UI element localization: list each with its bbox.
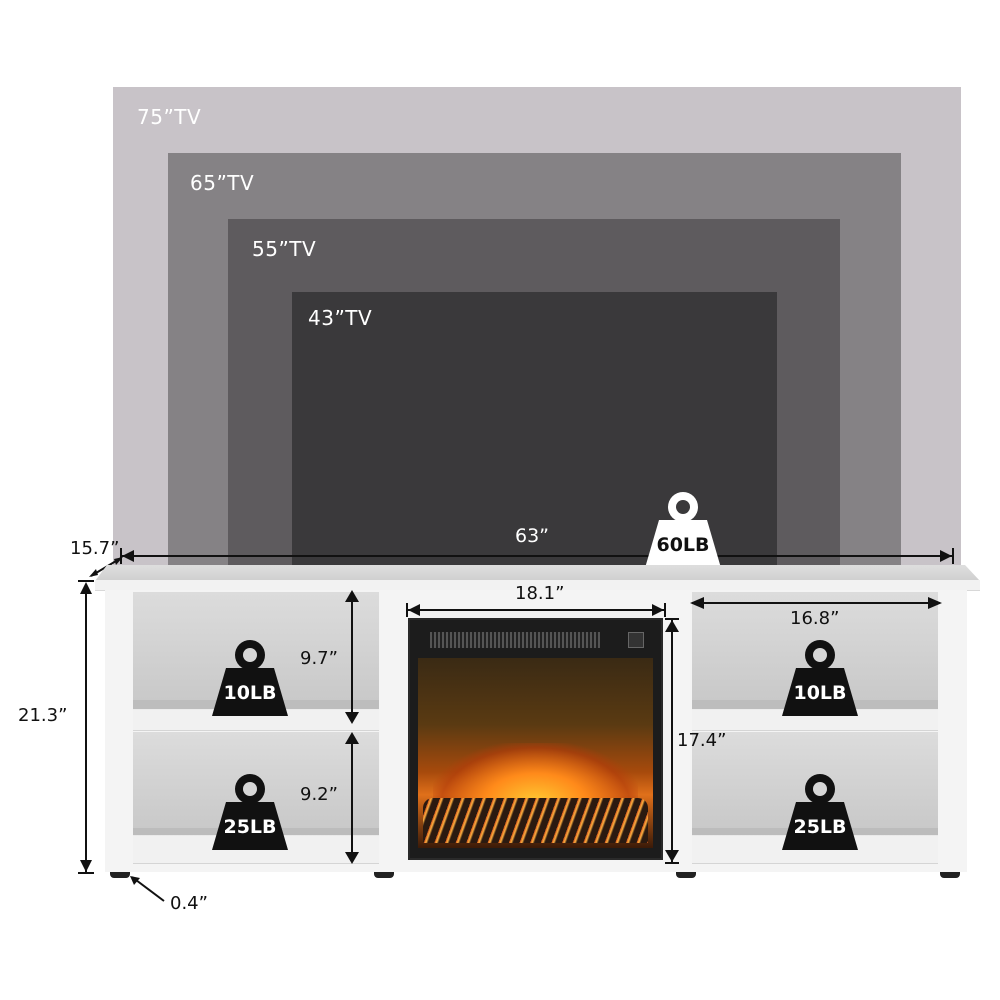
lower-shelf-arrow-top-icon bbox=[345, 732, 359, 744]
right-upper-weight: 10LB bbox=[780, 638, 860, 718]
left-upper-weight: 10LB bbox=[210, 638, 290, 718]
lower-shelf-arrow-bottom-icon bbox=[345, 852, 359, 864]
fireplace-height-line bbox=[671, 620, 673, 862]
lower-shelf-dimension-line bbox=[351, 734, 353, 862]
fireplace-heater-vent bbox=[430, 632, 600, 648]
tv-55-label: 55”TV bbox=[252, 237, 317, 261]
fireplace-insert bbox=[408, 618, 663, 860]
fireplace-width-line bbox=[408, 609, 664, 611]
foot-right bbox=[940, 872, 960, 878]
fireplace-logs bbox=[423, 798, 648, 843]
tv-75-label: 75”TV bbox=[137, 105, 202, 129]
lower-shelf-height-label: 9.2” bbox=[300, 784, 338, 805]
weight-icon bbox=[782, 640, 858, 716]
fireplace-height-arrow-bottom-icon bbox=[665, 850, 679, 864]
foot-center-right bbox=[676, 872, 696, 878]
fireplace-width-arrow-right-icon bbox=[652, 603, 666, 617]
fireplace-controls bbox=[628, 632, 644, 648]
shelf-width-arrow-right-icon bbox=[928, 597, 942, 609]
tv-43-label: 43”TV bbox=[308, 306, 373, 330]
upper-shelf-arrow-bottom-icon bbox=[345, 712, 359, 724]
height-arrow-top-icon bbox=[78, 580, 94, 594]
foot-center-left bbox=[374, 872, 394, 878]
top-weight-capacity: 60LB bbox=[643, 490, 723, 570]
right-lower-weight-label: 25LB bbox=[793, 816, 847, 838]
foot-arrow-icon bbox=[130, 876, 165, 902]
upper-shelf-arrow-top-icon bbox=[345, 590, 359, 602]
weight-icon bbox=[782, 774, 858, 850]
weight-icon bbox=[645, 492, 721, 568]
fireplace-width-label: 18.1” bbox=[515, 583, 565, 604]
upper-shelf-height-label: 9.7” bbox=[300, 648, 338, 669]
fireplace-height-arrow-top-icon bbox=[665, 618, 679, 632]
fireplace-width-arrow-left-icon bbox=[406, 603, 420, 617]
upper-shelf-dimension-line bbox=[351, 592, 353, 722]
width-label: 63” bbox=[515, 525, 550, 547]
foot-height-label: 0.4” bbox=[170, 893, 208, 914]
left-lower-weight: 25LB bbox=[210, 772, 290, 852]
fireplace-flames bbox=[433, 743, 638, 803]
shelf-width-line bbox=[692, 602, 940, 604]
width-arrow-left-icon bbox=[120, 548, 134, 564]
left-lower-weight-label: 25LB bbox=[223, 816, 277, 838]
shelf-width-label: 16.8” bbox=[790, 608, 840, 629]
shelf-width-arrow-left-icon bbox=[690, 597, 704, 609]
foot-left bbox=[110, 872, 130, 878]
fireplace-height-label: 17.4” bbox=[677, 730, 727, 751]
top-weight-label: 60LB bbox=[656, 534, 710, 556]
left-upper-weight-label: 10LB bbox=[223, 682, 277, 704]
width-arrow-right-icon bbox=[940, 548, 954, 564]
width-dimension-line bbox=[122, 555, 952, 557]
stand-top-surface bbox=[95, 565, 980, 581]
height-dimension-line bbox=[85, 584, 87, 872]
height-label: 21.3” bbox=[18, 705, 68, 726]
depth-label: 15.7” bbox=[70, 538, 120, 559]
tv-65-label: 65”TV bbox=[190, 171, 255, 195]
weight-icon bbox=[212, 640, 288, 716]
fireplace-flame-window bbox=[418, 658, 653, 848]
weight-icon bbox=[212, 774, 288, 850]
right-upper-weight-label: 10LB bbox=[793, 682, 847, 704]
right-lower-weight: 25LB bbox=[780, 772, 860, 852]
height-arrow-bottom-icon bbox=[78, 860, 94, 874]
